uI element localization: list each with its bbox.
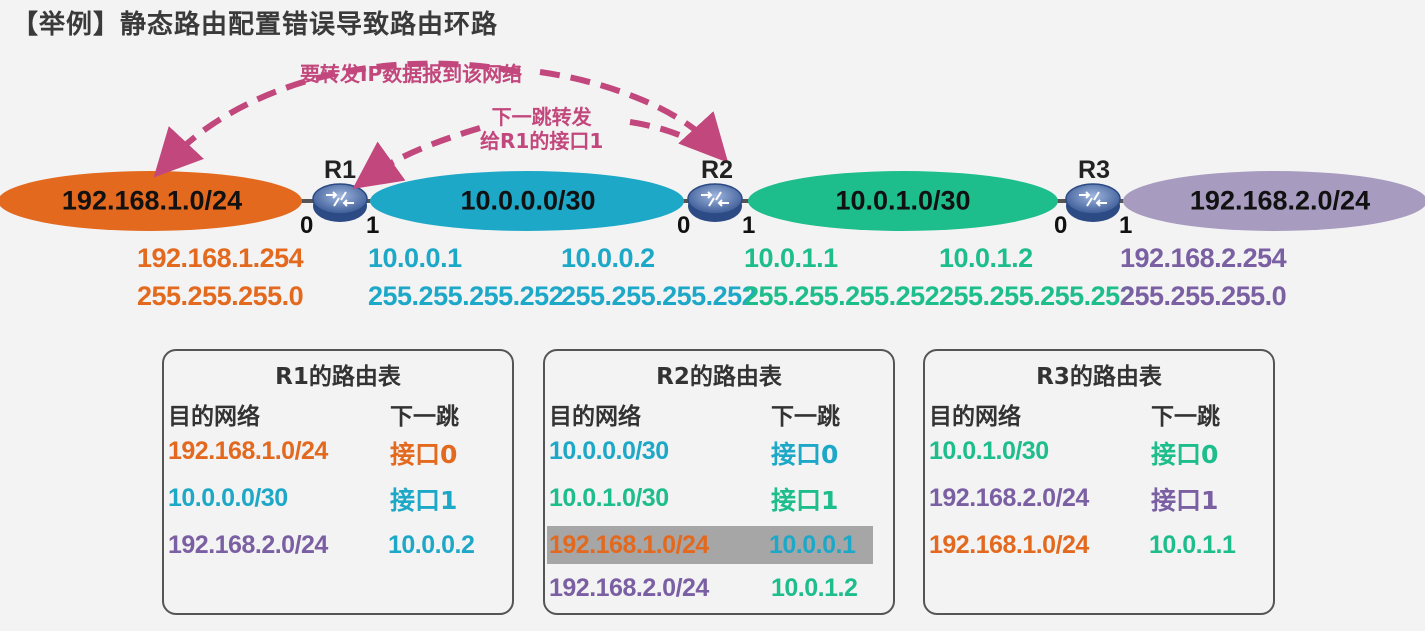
ip-address: 192.168.2.254: [1120, 243, 1287, 273]
router-r3-icon[interactable]: [1065, 183, 1121, 222]
routing-table-title: R3的路由表: [1036, 364, 1162, 390]
route-dest: 192.168.2.0/24: [549, 574, 709, 602]
network-ellipse-192-168-2: [1123, 171, 1425, 231]
route-next-hop: 接口0: [1151, 440, 1219, 469]
annotation-next-hop: 下一跳转发 给R1的接口1: [480, 105, 603, 153]
router-r1-label: R1: [324, 156, 356, 184]
route-dest: 192.168.1.0/24: [929, 531, 1089, 559]
page-title: 【举例】静态路由配置错误导致路由环路: [12, 10, 499, 40]
network-ellipse-10-0-0: [370, 171, 684, 231]
r3-port-0: 0: [1054, 212, 1068, 239]
route-next-hop: 10.0.1.2: [771, 574, 858, 602]
header-dest-network: 目的网络: [168, 404, 260, 430]
network-label-192-168-1: 192.168.1.0/24: [61, 185, 243, 216]
routing-table-title: R1的路由表: [275, 364, 401, 390]
route-dest: 192.168.2.0/24: [929, 484, 1089, 512]
header-next-hop: 下一跳: [390, 404, 459, 430]
header-dest-network: 目的网络: [549, 404, 641, 430]
header-next-hop: 下一跳: [1151, 404, 1220, 430]
annotation-forward: 要转发IP数据报到该网络: [300, 62, 523, 86]
router-r2-label: R2: [701, 156, 733, 184]
route-dest: 10.0.0.0/30: [168, 484, 288, 512]
network-ellipse-10-0-1: [748, 171, 1058, 231]
ip-address: 10.0.1.1: [744, 243, 838, 273]
r1-port-1: 1: [366, 212, 380, 239]
route-next-hop: 接口0: [390, 440, 458, 469]
route-dest: 192.168.1.0/24: [168, 437, 328, 465]
r3-port-1: 1: [1119, 212, 1133, 239]
route-next-hop: 10.0.1.1: [1149, 531, 1236, 559]
subnet-mask: 255.255.255.252: [561, 281, 757, 311]
forward-arrow-left: [153, 60, 521, 178]
route-dest: 10.0.0.0/30: [549, 437, 669, 465]
next-hop-arrow: [352, 125, 481, 189]
routing-table-r3: R3的路由表 目的网络 下一跳 10.0.1.0/30 接口0 192.168.…: [923, 349, 1275, 615]
subnet-mask: 255.255.255.252: [939, 281, 1135, 311]
router-r2-icon[interactable]: [687, 183, 743, 222]
annotation-next-hop-line1: 下一跳转发: [491, 105, 592, 129]
subnet-mask: 255.255.255.0: [1120, 281, 1287, 311]
forward-arrow-right: [539, 69, 729, 163]
route-dest: 192.168.2.0/24: [168, 531, 328, 559]
network-label-10-0-0: 10.0.0.0/30: [460, 185, 596, 216]
header-next-hop: 下一跳: [771, 404, 840, 430]
header-dest-network: 目的网络: [929, 404, 1021, 430]
ip-address: 10.0.0.2: [561, 243, 655, 273]
route-next-hop: 10.0.0.1: [769, 531, 856, 559]
router-r3-label: R3: [1078, 156, 1110, 184]
network-label-192-168-2: 192.168.2.0/24: [1189, 185, 1371, 216]
routing-table-title: R2的路由表: [656, 364, 782, 390]
route-next-hop: 接口0: [771, 440, 839, 469]
route-next-hop: 接口1: [1151, 486, 1219, 515]
route-dest: 10.0.1.0/30: [549, 484, 669, 512]
ip-address: 10.0.0.1: [368, 243, 462, 273]
subnet-mask: 255.255.255.0: [137, 281, 304, 311]
r2-port-0: 0: [677, 212, 691, 239]
route-next-hop: 10.0.0.2: [388, 531, 475, 559]
route-next-hop: 接口1: [771, 486, 839, 515]
next-hop-arrow-tail: [629, 119, 697, 145]
highlighted-route-row: [547, 526, 873, 564]
route-dest: 192.168.1.0/24: [549, 531, 709, 559]
network-ellipse-192-168-1: [0, 171, 302, 231]
router-r1-icon[interactable]: [312, 183, 368, 222]
subnet-mask: 255.255.255.252: [368, 281, 564, 311]
route-next-hop: 接口1: [390, 486, 458, 515]
topology-diagram: [0, 60, 1425, 231]
annotation-next-hop-line2: 给R1的接口1: [480, 129, 604, 153]
r1-port-0: 0: [300, 212, 314, 239]
subnet-mask: 255.255.255.252: [744, 281, 940, 311]
ip-address: 10.0.1.2: [939, 243, 1033, 273]
r2-port-1: 1: [742, 212, 756, 239]
routing-table-r2: R2的路由表 目的网络 下一跳 10.0.0.0/30 接口0 10.0.1.0…: [543, 349, 895, 615]
ip-address: 192.168.1.254: [137, 243, 304, 273]
routing-table-r1: R1的路由表 目的网络 下一跳 192.168.1.0/24 接口0 10.0.…: [162, 349, 514, 615]
route-dest: 10.0.1.0/30: [929, 437, 1049, 465]
network-label-10-0-1: 10.0.1.0/30: [835, 185, 971, 216]
